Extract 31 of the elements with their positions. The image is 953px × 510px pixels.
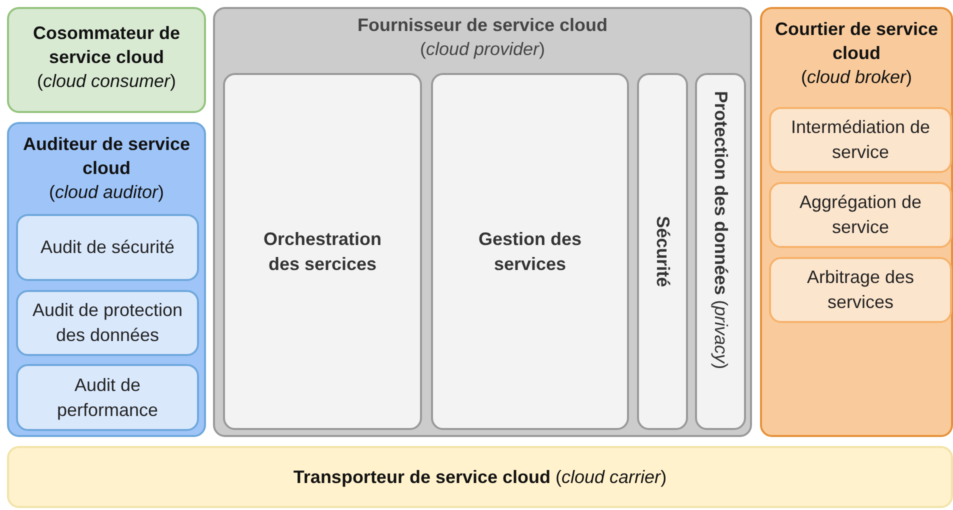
function-label: Gestion des services — [477, 228, 583, 276]
item-label: Audit de protection des données — [31, 299, 184, 347]
vertical-label: Sécurité — [652, 216, 674, 288]
function-column — [695, 73, 746, 430]
item-label: Arbitrage des services — [806, 266, 916, 314]
auditor-panel — [7, 122, 206, 437]
broker-panel — [760, 7, 953, 437]
service-box — [769, 107, 952, 173]
audit-box — [16, 290, 199, 356]
band-label: Transporteur de service cloud (cloud carrier) — [293, 466, 667, 489]
audit-box — [16, 364, 199, 431]
carrier-band — [7, 446, 953, 508]
function-column — [637, 73, 688, 430]
panel-title: Fournisseur de service cloud — [357, 14, 608, 37]
role-box — [7, 7, 206, 113]
panel-subtitle: (cloud provider) — [420, 38, 546, 61]
panel-subtitle: (cloud auditor) — [48, 181, 164, 204]
service-box — [769, 257, 952, 323]
service-box — [769, 182, 952, 248]
function-box — [431, 73, 629, 430]
item-label: Aggrégation de service — [798, 191, 923, 239]
provider-panel — [213, 7, 752, 437]
audit-box — [16, 214, 199, 281]
item-label: Intermédiation de service — [790, 116, 932, 164]
vertical-label: Protection des données (privacy) — [710, 91, 732, 370]
panel-subtitle: (cloud consumer) — [36, 70, 176, 93]
function-box — [223, 73, 422, 430]
panel-subtitle: (cloud broker) — [800, 66, 912, 89]
item-label: Audit de performance — [56, 374, 160, 422]
item-label: Audit de sécurité — [39, 236, 176, 259]
function-label: Orchestration des sercices — [262, 228, 383, 276]
